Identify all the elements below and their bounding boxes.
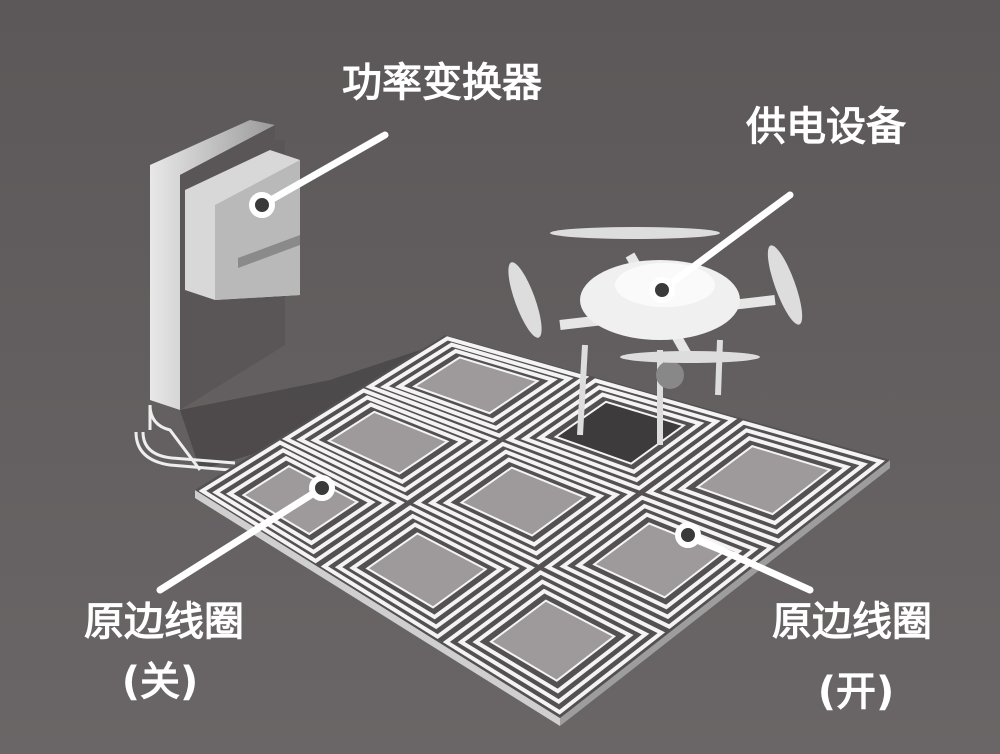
label-power-converter: 功率变换器	[342, 60, 543, 106]
coil-turn	[661, 428, 869, 535]
label-primary-coil-on: 原边线圈	[772, 599, 932, 645]
propeller	[620, 351, 760, 363]
coil-turn	[394, 348, 558, 423]
coil-turn	[457, 579, 650, 705]
callout-dot	[249, 192, 275, 218]
coil-turn	[281, 388, 498, 501]
converter-slot	[238, 235, 300, 268]
shadow	[180, 340, 450, 470]
coil-center	[553, 400, 686, 465]
label-primary-coil-off-state: (关)	[122, 659, 199, 705]
coil-center	[412, 356, 540, 415]
callout-dot	[675, 522, 701, 548]
coil-turn	[543, 495, 776, 629]
coil-center	[365, 532, 488, 609]
drone-camera	[656, 361, 684, 389]
coil-turn	[472, 588, 634, 694]
coil-turn	[505, 378, 738, 491]
label-primary-coil-off: 原边线圈	[84, 599, 244, 645]
coil-turn	[520, 385, 721, 483]
pad-edge	[195, 490, 560, 726]
coil-turn	[412, 441, 637, 565]
coil-turn	[198, 440, 405, 564]
callouts	[156, 131, 814, 594]
coil-center	[489, 599, 617, 682]
coil-turn	[334, 513, 520, 630]
coil-turn	[212, 448, 391, 555]
coil-turn	[296, 395, 482, 493]
coil-turn	[310, 402, 467, 485]
propeller	[550, 227, 720, 239]
callout-dot	[309, 475, 335, 501]
coil-turn	[320, 505, 535, 640]
propeller	[508, 262, 542, 338]
callout-line-converter	[258, 131, 389, 209]
coil-turn	[677, 435, 852, 526]
coil-turn	[574, 512, 743, 610]
coil-turn	[442, 457, 605, 547]
coil-turn	[442, 570, 666, 715]
coil-turn	[349, 522, 505, 620]
label-primary-coil-on-state: (开)	[818, 669, 895, 715]
primary-coil-pad	[195, 335, 890, 726]
wall-panel	[150, 120, 275, 410]
coil-turn	[645, 420, 886, 544]
coil-center	[326, 410, 450, 475]
coil-center	[695, 445, 833, 516]
callout-line-coil-off	[156, 484, 326, 594]
propeller	[767, 245, 803, 325]
coil-center	[459, 466, 587, 537]
callout-line-coil-on	[684, 531, 814, 594]
coil-turn	[427, 449, 621, 556]
coil-turn	[379, 342, 574, 431]
pad-edge	[560, 460, 890, 726]
callout-line-device	[658, 191, 794, 294]
label-powered-device: 供电设备	[746, 104, 907, 150]
callout-dot	[649, 277, 675, 303]
coil-turn	[225, 455, 376, 546]
coil-turn	[559, 503, 759, 620]
cable	[148, 404, 202, 471]
